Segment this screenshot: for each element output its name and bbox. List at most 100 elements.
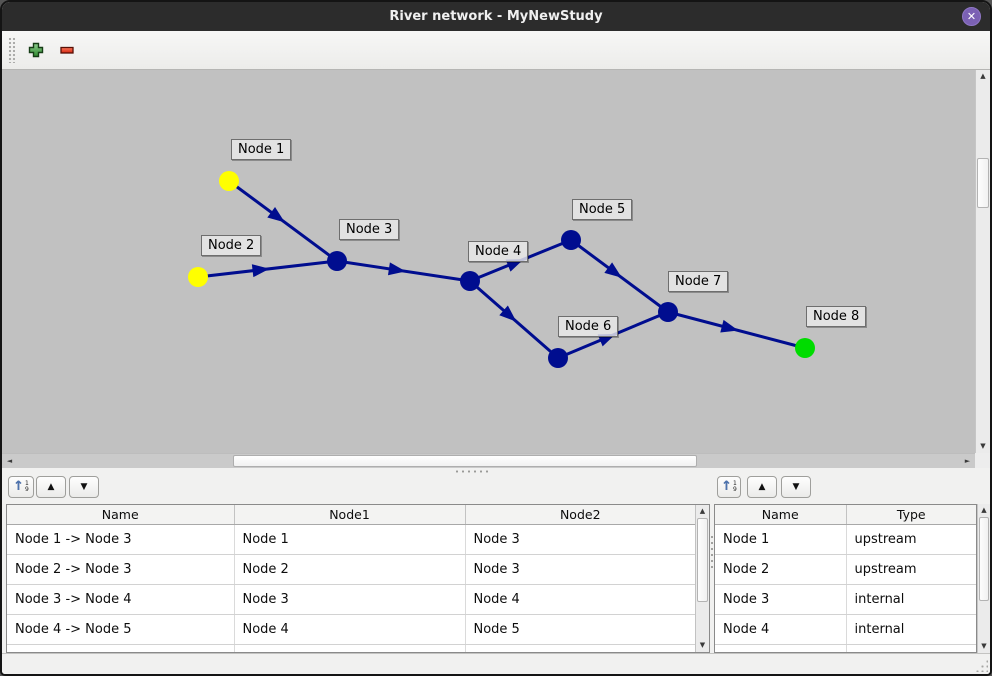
scroll-down-icon[interactable]: ▼ xyxy=(699,641,706,649)
table-cell[interactable]: upstream xyxy=(846,524,976,555)
column-header[interactable]: Node2 xyxy=(465,505,695,525)
graph-node[interactable] xyxy=(561,230,581,250)
graph-node[interactable] xyxy=(795,338,815,358)
links-move-up-button[interactable]: ▲ xyxy=(36,476,66,498)
canvas-horizontal-scrollbar[interactable]: ◄ ► xyxy=(2,453,975,468)
table-cell[interactable]: Node 3 xyxy=(715,584,847,615)
add-button[interactable] xyxy=(26,40,46,60)
table-cell[interactable]: Node 4 xyxy=(465,584,695,615)
node-label[interactable]: Node 3 xyxy=(339,219,400,240)
canvas-hscroll-thumb[interactable] xyxy=(233,455,697,467)
table-cell[interactable]: internal xyxy=(846,614,976,645)
table-cell[interactable]: upstream xyxy=(846,554,976,585)
toolbar-drag-handle[interactable] xyxy=(8,37,15,63)
canvas-vertical-scrollbar[interactable]: ▲ ▼ xyxy=(975,70,990,453)
graph-node[interactable] xyxy=(188,267,208,287)
node-label[interactable]: Node 5 xyxy=(572,199,633,220)
edge-arrow-icon xyxy=(499,305,517,322)
nodes-table-scrollbar[interactable]: ▲ ▼ xyxy=(977,504,990,653)
column-header[interactable]: Node1 xyxy=(234,505,466,525)
column-header[interactable]: Name xyxy=(7,505,235,525)
graph-node[interactable] xyxy=(327,251,347,271)
table-cell[interactable]: Node 2 xyxy=(715,554,847,585)
edge-arrow-icon xyxy=(267,207,285,223)
links-scroll-thumb[interactable] xyxy=(697,518,708,602)
nodes-move-down-button[interactable]: ▼ xyxy=(781,476,811,498)
table-cell[interactable]: internal xyxy=(846,584,976,615)
resize-grip[interactable] xyxy=(975,659,988,672)
scroll-down-icon[interactable]: ▼ xyxy=(980,442,986,450)
splitter-grip-icon xyxy=(454,470,488,473)
table-cell[interactable] xyxy=(846,644,976,652)
graph-node[interactable] xyxy=(548,348,568,368)
edge-arrow-icon xyxy=(251,264,270,278)
table-cell[interactable] xyxy=(715,644,847,652)
vertical-splitter[interactable] xyxy=(710,474,714,653)
node-label[interactable]: Node 6 xyxy=(558,316,619,337)
table-cell[interactable] xyxy=(7,644,235,652)
links-move-down-button[interactable]: ▼ xyxy=(69,476,99,498)
table-cell[interactable]: Node 1 xyxy=(234,524,466,555)
graph-node[interactable] xyxy=(219,171,239,191)
table-cell[interactable]: Node 4 xyxy=(715,614,847,645)
table-cell[interactable] xyxy=(234,644,466,652)
edge-arrow-icon xyxy=(505,259,524,272)
canvas-vscroll-thumb[interactable] xyxy=(977,158,989,208)
table-cell[interactable]: Node 3 -> Node 4 xyxy=(7,584,235,615)
scroll-right-icon[interactable]: ► xyxy=(964,457,971,465)
table-cell[interactable]: Node 2 xyxy=(234,554,466,585)
add-icon xyxy=(28,42,44,58)
edge-arrow-icon xyxy=(720,319,739,333)
table-cell[interactable]: Node 3 xyxy=(465,554,695,585)
horizontal-splitter[interactable] xyxy=(2,468,990,474)
table-cell[interactable]: Node 1 xyxy=(715,524,847,555)
network-canvas[interactable]: Node 1 Node 2 Node 3 Node 4 Node 5 Node 6 Node… xyxy=(2,70,975,453)
close-button[interactable]: ✕ xyxy=(962,7,981,26)
table-cell[interactable]: Node 3 xyxy=(234,584,466,615)
remove-button[interactable] xyxy=(57,40,77,60)
table-cell[interactable]: Node 4 xyxy=(234,614,466,645)
statusbar xyxy=(2,653,990,674)
down-arrow-icon: ▼ xyxy=(792,481,800,492)
table-cell[interactable]: Node 1 -> Node 3 xyxy=(7,524,235,555)
table-cell[interactable]: Node 5 xyxy=(465,614,695,645)
table-cell[interactable]: Node 3 xyxy=(465,524,695,555)
links-table-scrollbar[interactable]: ▲ ▼ xyxy=(695,505,709,652)
scroll-up-icon[interactable]: ▲ xyxy=(981,506,987,514)
scroll-up-icon[interactable]: ▲ xyxy=(980,72,986,80)
table-cell[interactable]: Node 4 -> Node 5 xyxy=(7,614,235,645)
table-cell[interactable]: Node 2 -> Node 3 xyxy=(7,554,235,585)
node-label[interactable]: Node 8 xyxy=(806,306,867,327)
node-label[interactable]: Node 2 xyxy=(201,235,262,256)
graph-node[interactable] xyxy=(460,271,480,291)
scroll-down-icon[interactable]: ▼ xyxy=(981,642,987,650)
main-toolbar xyxy=(2,31,990,70)
nodes-scroll-thumb[interactable] xyxy=(979,517,989,601)
table-row[interactable] xyxy=(7,644,695,652)
graph-node[interactable] xyxy=(658,302,678,322)
scroll-left-icon[interactable]: ◄ xyxy=(6,457,13,465)
node-label[interactable]: Node 1 xyxy=(231,139,292,160)
nodes-move-up-button[interactable]: ▲ xyxy=(747,476,777,498)
node-label[interactable]: Node 7 xyxy=(668,271,729,292)
titlebar[interactable]: River network - MyNewStudy ✕ xyxy=(2,2,990,31)
column-header[interactable]: Type xyxy=(846,505,976,525)
node-label[interactable]: Node 4 xyxy=(468,241,529,262)
table-cell[interactable] xyxy=(465,644,695,652)
table-row[interactable] xyxy=(715,644,976,652)
column-header[interactable]: Name xyxy=(715,505,847,525)
scroll-up-icon[interactable]: ▲ xyxy=(699,507,706,515)
